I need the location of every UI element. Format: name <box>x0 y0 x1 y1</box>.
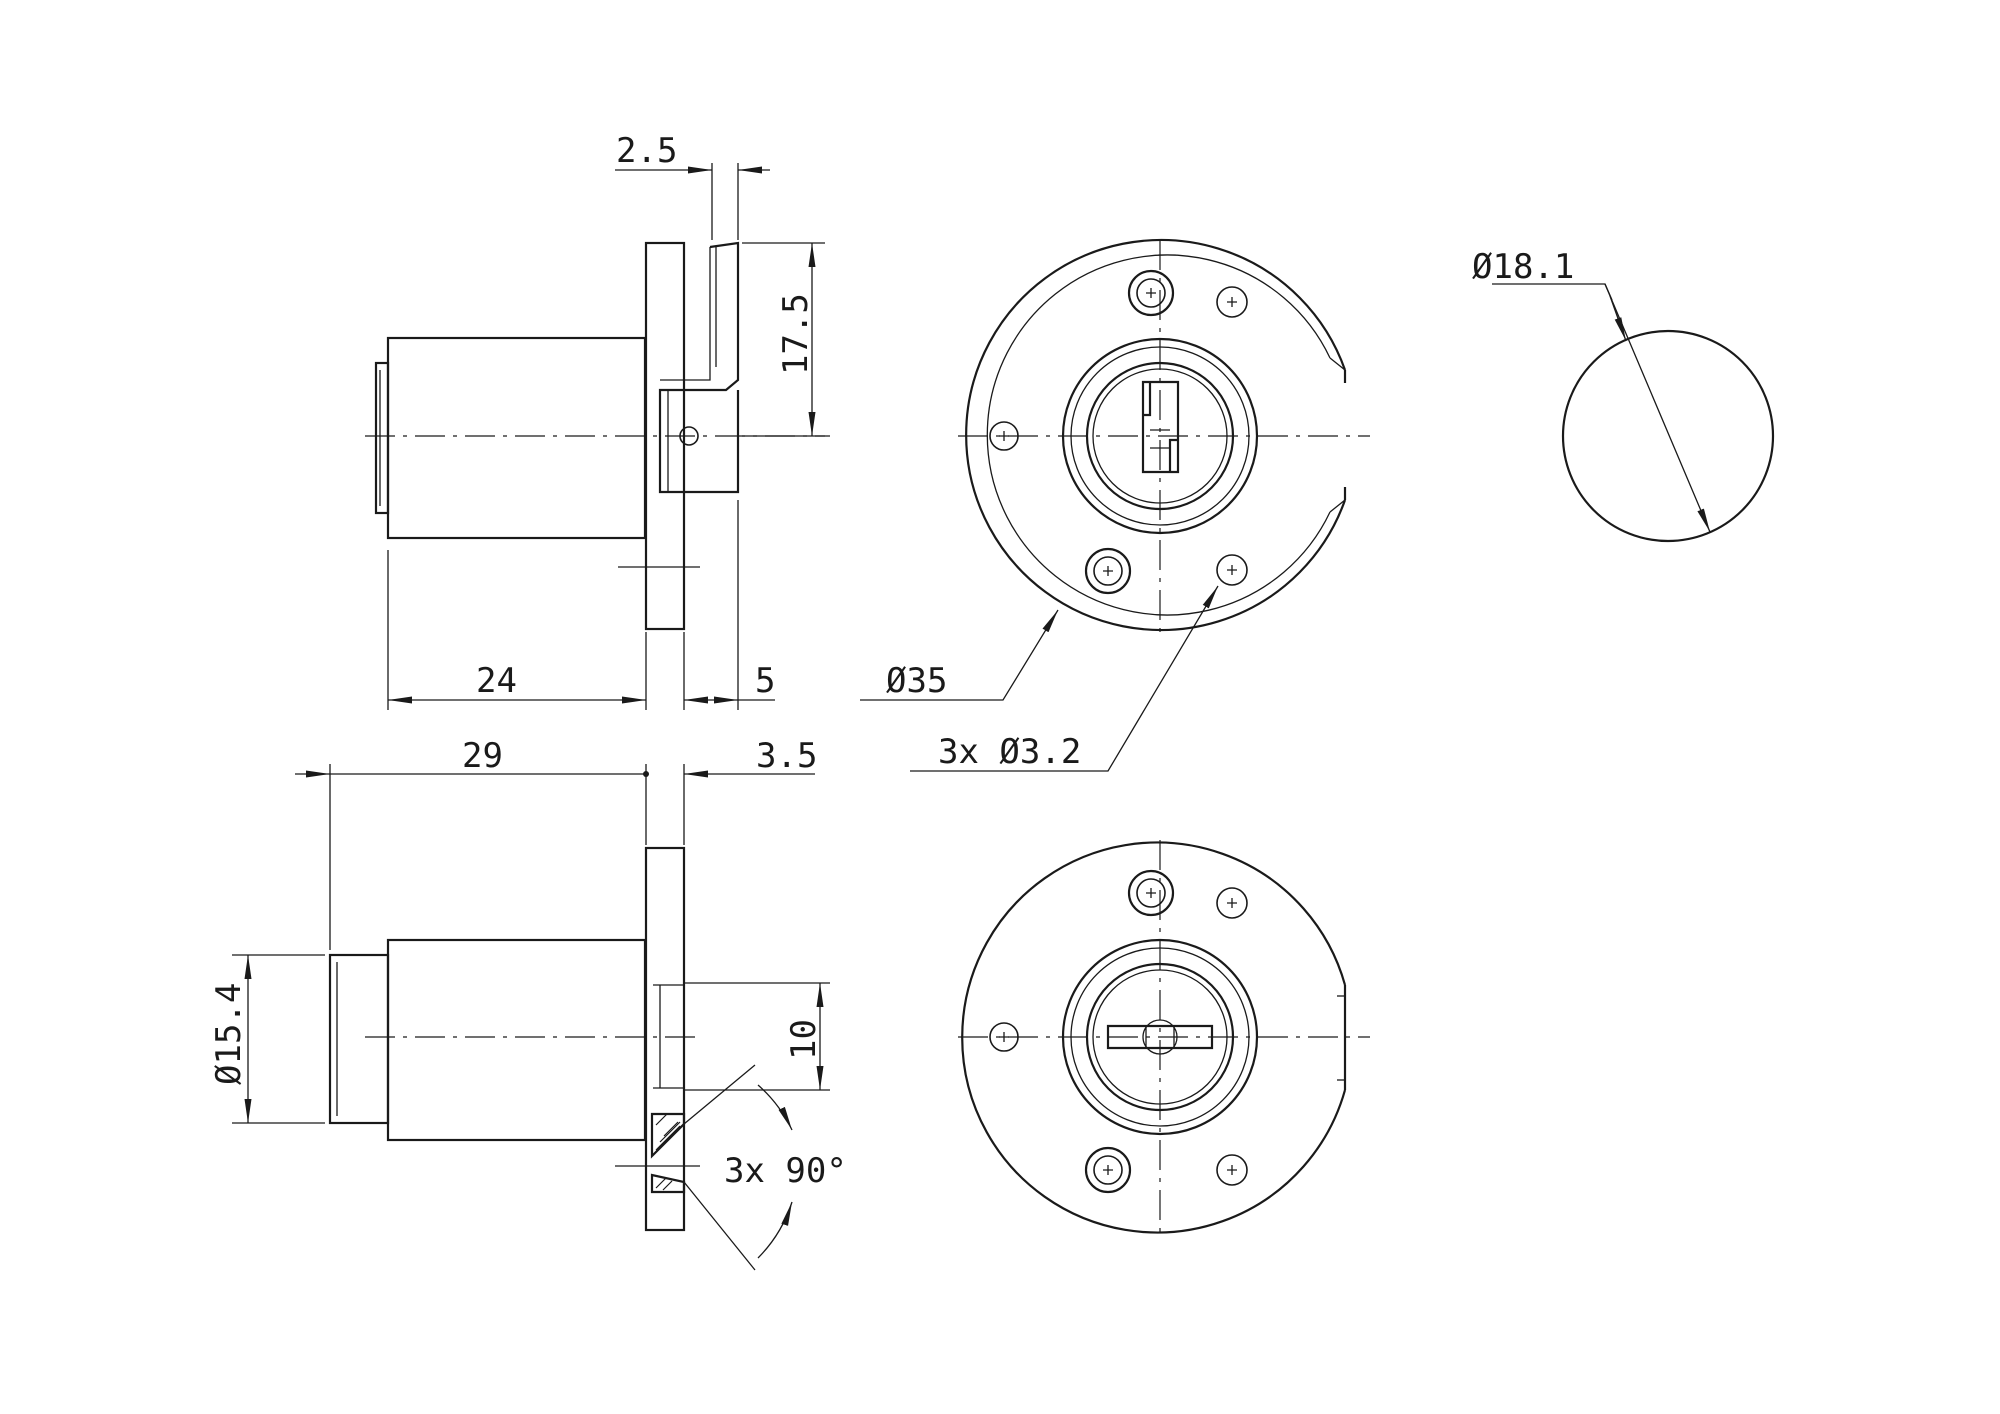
dim-bolt-side-height: 10 <box>784 1019 824 1060</box>
dimensions-top-front: Ø35 3x Ø3.2 <box>860 585 1219 772</box>
bolt <box>658 241 740 494</box>
dim-bolt-height: 17.5 <box>776 293 816 375</box>
mount-hole-countersunk-6 <box>1127 869 1175 917</box>
cutout-detail: Ø18.1 <box>1472 247 1775 543</box>
dim-bolt-width: 5 <box>755 661 775 701</box>
dimensions-bottom-side: 29 3.5 Ø15.4 10 3x 90° <box>209 736 847 1191</box>
dim-cutout-diameter: Ø18.1 <box>1472 247 1574 287</box>
lock-body <box>386 336 647 540</box>
mount-hole-5 <box>1216 554 1248 586</box>
mount-hole-8 <box>989 1022 1019 1052</box>
lock-cap <box>374 361 390 515</box>
keyway-rotated <box>1106 1024 1214 1050</box>
front-view-bottom <box>958 840 1370 1235</box>
mount-hole-countersunk-1 <box>1127 269 1175 317</box>
dim-hole-spec: 3x Ø3.2 <box>938 732 1081 772</box>
dim-body-length: 24 <box>476 661 517 701</box>
mounting-flange-bottom <box>644 846 686 1232</box>
lock-core <box>328 953 390 1125</box>
keyway <box>1141 380 1180 474</box>
flange-outline <box>965 238 1347 632</box>
lock-body-bottom <box>386 938 647 1142</box>
dim-countersink: 3x 90° <box>724 1151 847 1191</box>
mount-hole-3 <box>989 421 1019 451</box>
side-view-top <box>365 241 830 631</box>
mount-hole-countersunk-2 <box>1084 547 1132 595</box>
cutout-circle <box>1561 329 1775 543</box>
mount-hole-countersunk-7 <box>1084 1146 1132 1194</box>
front-view-top <box>958 238 1370 636</box>
side-view-bottom <box>328 846 830 1271</box>
mount-hole-10 <box>1216 1154 1248 1186</box>
dim-flange-thickness: 2.5 <box>616 131 677 171</box>
dim-overall-length: 29 <box>462 736 503 776</box>
dim-outer-diameter: Ø35 <box>886 661 947 701</box>
dim-flange-offset: 3.5 <box>756 736 817 776</box>
mount-hole-4 <box>1216 286 1248 318</box>
dim-core-diameter: Ø15.4 <box>209 983 249 1085</box>
mount-hole-9 <box>1216 887 1248 919</box>
dimensions-top-side: 2.5 17.5 24 5 <box>387 131 825 710</box>
